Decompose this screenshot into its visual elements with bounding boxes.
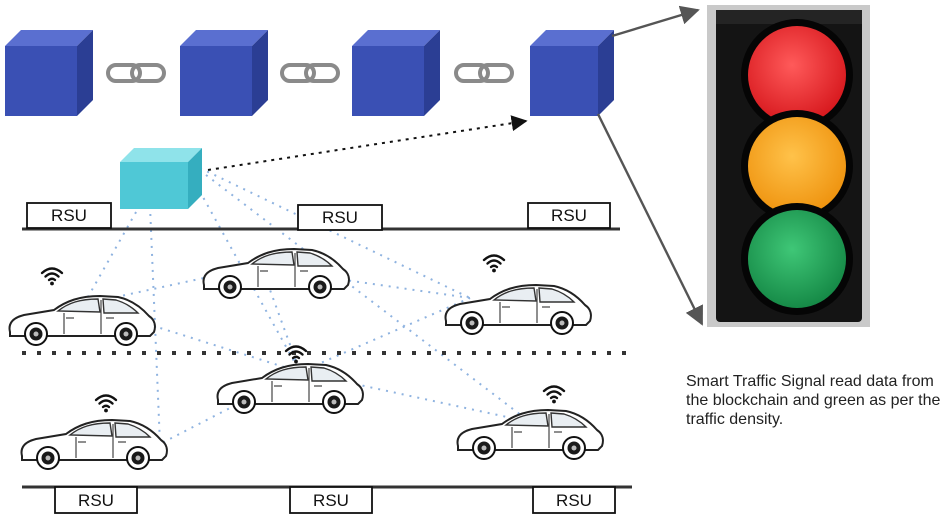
car-icon (456, 409, 604, 460)
car-icon (216, 363, 364, 414)
block-4 (530, 30, 614, 116)
traffic-light-icon (707, 5, 870, 327)
signal-caption: Smart Traffic Signal read data from the … (686, 373, 941, 428)
arrow-to-signal-bottom (596, 113, 704, 326)
signal-green-lamp (741, 203, 853, 315)
wifi-icon (542, 385, 566, 405)
rsu-top-3: RSU (527, 202, 611, 229)
svg-text:RSU: RSU (78, 491, 114, 510)
blockchain (5, 30, 614, 116)
svg-text:RSU: RSU (551, 206, 587, 225)
vehicle-mesh-links (83, 167, 531, 445)
rsu-bottom-3: RSU (532, 486, 616, 514)
signal-amber-lamp (741, 110, 853, 222)
arrow-to-signal-top (611, 5, 700, 38)
car-icon (8, 295, 156, 346)
car-icon (20, 419, 168, 470)
wifi-icon (40, 267, 64, 287)
rsu-bottom-1: RSU (54, 486, 138, 514)
signal-red-lamp (741, 19, 853, 131)
block-1 (5, 30, 93, 116)
chain-link-icon (454, 63, 514, 83)
svg-text:RSU: RSU (313, 491, 349, 510)
svg-text:RSU: RSU (556, 491, 592, 510)
chain-link-icon (280, 63, 340, 83)
rsu-top-1: RSU (26, 202, 112, 229)
rsu-bottom-2: RSU (289, 486, 373, 514)
node-to-blockchain-arrow (207, 115, 528, 171)
block-3 (352, 30, 440, 116)
car-icon (202, 248, 350, 299)
wifi-icon (94, 394, 118, 414)
svg-text:RSU: RSU (322, 208, 358, 227)
block-2 (180, 30, 268, 116)
car-icon (444, 284, 592, 335)
wifi-icon (482, 254, 506, 274)
rsu-top-2: RSU (297, 204, 383, 231)
chain-link-icon (106, 63, 166, 83)
svg-text:RSU: RSU (51, 206, 87, 225)
edge-node-cube (120, 148, 202, 209)
